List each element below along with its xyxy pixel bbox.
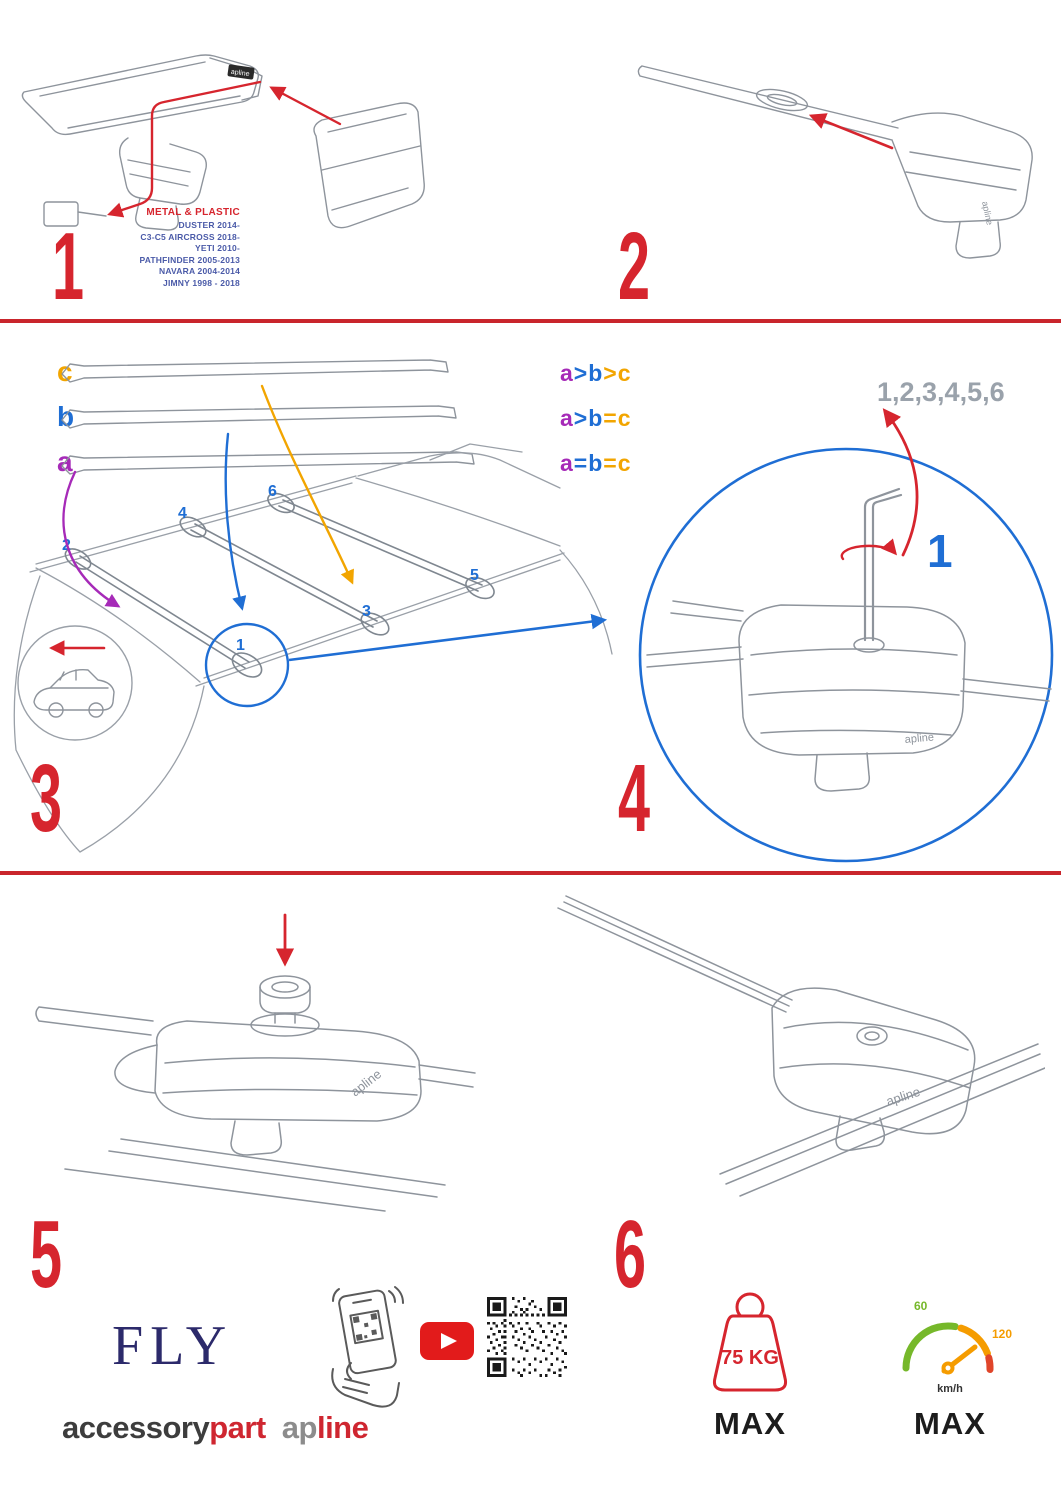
step-number-3: 3 <box>30 745 62 852</box>
rule-op: = <box>603 405 618 431</box>
tightening-sequence-label: 1,2,3,4,5,6 <box>877 377 1005 407</box>
rule-term-c: c <box>617 405 632 431</box>
part-logo-text: apline <box>980 200 995 226</box>
step4-illustration: apline 1,2,3,4,5,6 1 <box>638 377 1054 863</box>
model-line: DUSTER 2014- <box>178 220 240 230</box>
arrow-bar-a <box>62 470 121 608</box>
red-insert-arrow <box>808 113 894 150</box>
endcap-exploded-drawing <box>21 54 425 231</box>
step6-illustration: apline <box>557 895 1045 1197</box>
clamp-knob-drawing <box>35 975 476 1212</box>
rule-op: = <box>603 450 618 476</box>
step3-illustration: 1 2 3 4 5 6 <box>13 359 613 853</box>
mounted-clamp-drawing <box>557 895 1045 1197</box>
fitment-list: METAL & PLASTIC DUSTER 2014- C3-C5 AIRCR… <box>56 206 240 289</box>
clamp1-highlight <box>204 613 608 708</box>
speed-low-label: 60 <box>914 1299 928 1313</box>
weight-max-label: MAX <box>714 1406 786 1441</box>
fly-model-label: FLY <box>112 1315 234 1377</box>
step-number-6: 6 <box>614 1201 646 1308</box>
part-logo-text: apline <box>904 731 934 746</box>
rule-op: > <box>573 360 589 386</box>
sticker-logo-text: apline <box>230 69 250 79</box>
car-side-view <box>33 669 115 718</box>
arrow-bar-c <box>260 384 354 585</box>
material-label: METAL & PLASTIC <box>146 207 240 218</box>
brand-ap: ap <box>281 1410 318 1445</box>
arrow-bar-b <box>224 432 247 611</box>
brand-line: line <box>316 1410 369 1445</box>
step5-illustration: apline <box>35 913 476 1212</box>
zoom-circle <box>638 447 1054 863</box>
step-number-5: 5 <box>30 1201 62 1308</box>
qr-code <box>487 1297 567 1377</box>
rule-term-a: a <box>560 360 574 386</box>
red-tighten-arrows <box>840 408 919 561</box>
brand-accessory: accessory <box>62 1410 210 1445</box>
rule-term-a: a <box>560 450 574 476</box>
speed-high-label: 120 <box>992 1327 1012 1341</box>
length-rule-3: a=b=c <box>560 452 632 475</box>
model-line: C3-C5 AIRCROSS 2018- <box>140 231 240 242</box>
section-divider-top <box>0 319 1061 323</box>
sequence-arrow <box>882 408 919 557</box>
position-number-4: 4 <box>178 505 187 522</box>
youtube-icon <box>420 1322 474 1360</box>
brand-part: part <box>209 1410 266 1445</box>
clamp-tightening-drawing <box>646 487 1052 792</box>
scan-qr-phone-icon <box>331 1286 404 1408</box>
rule-term-c: c <box>617 360 632 386</box>
crossbar-drawing <box>637 65 1033 259</box>
red-assembly-arrows <box>107 80 342 218</box>
step1-illustration: apline <box>21 54 425 231</box>
speed-max-label: MAX <box>914 1406 986 1441</box>
rule-term-b: b <box>588 450 604 476</box>
position-number-6: 6 <box>268 483 277 500</box>
car-direction-inset <box>17 625 133 741</box>
apline-sticker: apline <box>227 64 255 80</box>
weight-value: 75 KG <box>721 1347 779 1369</box>
roof-top-view-drawing <box>13 443 613 853</box>
mounted-crossbars <box>64 492 495 678</box>
rule-term-c: c <box>617 450 632 476</box>
bar-assignment-arrows <box>62 384 354 611</box>
part-logo-text: apline <box>348 1066 385 1099</box>
step-number-2: 2 <box>618 213 650 320</box>
rule-op: > <box>603 360 618 386</box>
position-number-5: 5 <box>470 567 479 584</box>
speed-unit-label: km/h <box>937 1383 963 1395</box>
length-rule-2: a>b=c <box>560 407 632 430</box>
rule-term-a: a <box>560 405 574 431</box>
model-line: JIMNY 1998 - 2018 <box>163 277 240 288</box>
model-line: YETI 2010- <box>195 243 240 253</box>
clamp-position-numbers: 1 2 3 4 5 6 <box>62 483 479 654</box>
rule-term-b: b <box>588 360 604 386</box>
rule-term-b: b <box>588 405 604 431</box>
weight-limit-icon: 75 KG <box>713 1292 787 1392</box>
length-rule-1: a>b>c <box>560 362 632 385</box>
model-line: NAVARA 2004-2014 <box>159 266 240 276</box>
model-line: PATHFINDER 2005-2013 <box>139 254 240 265</box>
highlighted-position-number: 1 <box>927 525 953 577</box>
rule-op: = <box>573 450 589 476</box>
position-number-1: 1 <box>236 637 245 654</box>
rule-op: > <box>573 405 589 431</box>
section-divider-bottom <box>0 871 1061 875</box>
step-number-1: 1 <box>52 213 84 320</box>
position-number-3: 3 <box>362 603 371 620</box>
speed-limit-icon: 60 120 km/h <box>902 1299 1012 1395</box>
step2-illustration: apline <box>637 65 1033 259</box>
rotation-arrow <box>840 538 898 561</box>
bars-comparison-drawing <box>61 359 475 475</box>
step-number-4: 4 <box>618 745 650 852</box>
